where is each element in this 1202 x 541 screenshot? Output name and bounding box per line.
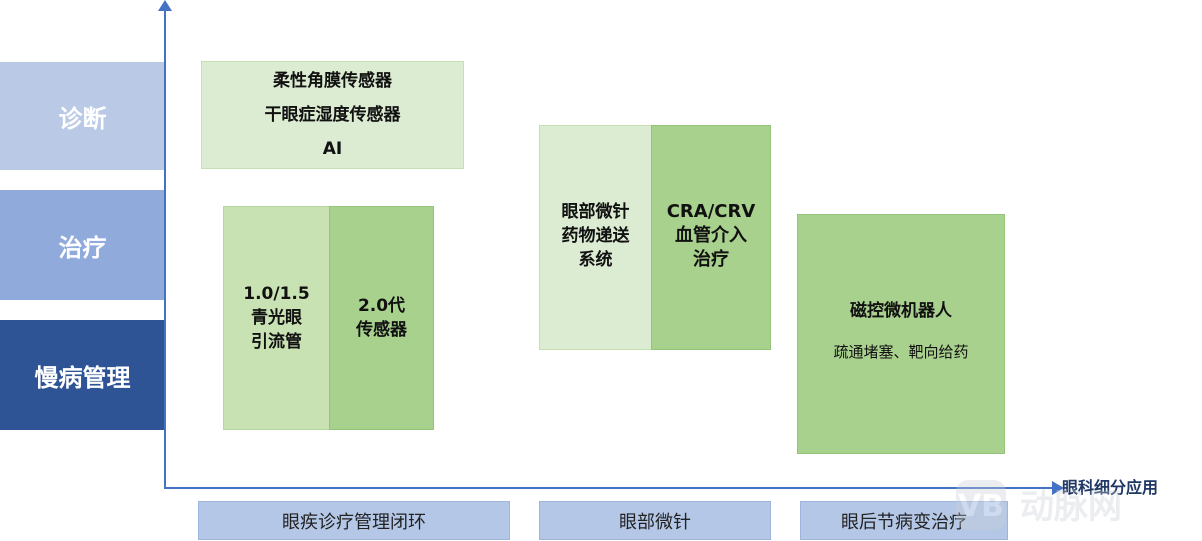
microneedle-delivery-line: 系统 <box>578 250 613 270</box>
svg-text:动脉网: 动脉网 <box>1020 487 1122 527</box>
vascular-intervention-line: 治疗 <box>693 249 729 270</box>
vascular-intervention-line: CRA/CRV <box>666 201 756 222</box>
x-axis-line <box>164 487 1054 489</box>
category-microneedle: 眼部微针 <box>539 501 771 540</box>
glaucoma-drainage-line: 青光眼 <box>251 308 302 328</box>
micro-robot-subtitle: 疏通堵塞、靶向给药 <box>833 343 969 361</box>
stage-diagnosis: 诊断 <box>0 62 165 170</box>
category-closed-loop: 眼疾诊疗管理闭环 <box>198 501 510 540</box>
x-axis-label: 眼科细分应用 <box>1062 478 1159 497</box>
glaucoma-drainage-line: 1.0/1.5 <box>243 284 310 304</box>
glaucoma-sensor-line: 传感器 <box>356 320 407 340</box>
watermark-logo: VB 动脉网 <box>956 480 1122 530</box>
diagnosis-item: 干眼症湿度传感器 <box>264 105 401 125</box>
diagnosis-item: 柔性角膜传感器 <box>273 71 392 91</box>
category-posterior-segment: 眼后节病变治疗 <box>800 501 1008 540</box>
vascular-intervention-box: CRA/CRV 血管介入 治疗 <box>651 125 771 350</box>
glaucoma-drainage-line: 引流管 <box>251 332 302 352</box>
stage-chronic-management: 慢病管理 <box>0 320 165 430</box>
microneedle-delivery-line: 药物递送 <box>561 226 630 246</box>
micro-robot-title: 磁控微机器人 <box>850 301 952 321</box>
vascular-intervention-line: 血管介入 <box>675 225 747 246</box>
diagnosis-box: 柔性角膜传感器 干眼症湿度传感器 AI <box>201 61 464 169</box>
x-axis-arrow-icon <box>1052 481 1064 495</box>
microneedle-delivery-box: 眼部微针 药物递送 系统 <box>539 125 652 350</box>
glaucoma-sensor-box: 2.0代 传感器 <box>329 206 434 430</box>
micro-robot-box: 磁控微机器人 疏通堵塞、靶向给药 <box>797 214 1005 454</box>
y-axis-arrow-icon <box>158 0 172 11</box>
diagnosis-item: AI <box>322 139 343 159</box>
glaucoma-sensor-line: 2.0代 <box>357 296 406 316</box>
glaucoma-drainage-box: 1.0/1.5 青光眼 引流管 <box>223 206 330 430</box>
microneedle-delivery-line: 眼部微针 <box>561 202 630 222</box>
stage-treatment: 治疗 <box>0 190 165 300</box>
y-axis-line <box>164 6 166 489</box>
svg-text:VB: VB <box>958 489 1004 524</box>
